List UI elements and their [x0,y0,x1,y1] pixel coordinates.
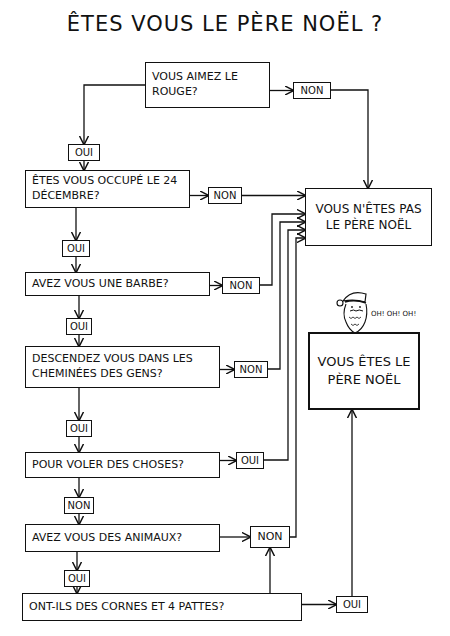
node-text: ONT-ILS DES CORNES ET 4 PATTES? [29,600,224,615]
santa-moustache [350,310,363,311]
answer-box: NON [208,187,242,204]
node-text: OUI [68,572,86,586]
node-text: OUI [343,598,361,612]
hat-pompom [337,300,343,306]
node-text: AVEZ VOUS DES ANIMAUX? [32,531,182,546]
result-box: VOUS ÊTES LE PÈRE NOËL [308,332,420,410]
node-text: OUI [70,422,88,436]
flow-arrow [269,548,270,593]
beard-curls [349,317,361,326]
flow-arrow [78,388,79,420]
flow-arrow [270,90,293,91]
node-text: DESCENDEZ VOUS DANS LES CHEMINÉES DES GE… [32,352,213,382]
answer-box: OUI [236,452,264,469]
flow-arrow [78,296,79,318]
answer-box: OUI [62,240,90,257]
node-text: OUI [241,454,259,468]
flow-arrow [78,335,79,346]
node-text: OUI [70,320,88,334]
chart-title: ÊTES VOUS LE PÈRE NOËL ? [20,12,430,36]
question-box: DESCENDEZ VOUS DANS LES CHEMINÉES DES GE… [25,346,220,388]
question-box: AVEZ VOUS DES ANIMAUX? [25,524,220,552]
flow-arrow [78,478,79,497]
answer-box: NON [293,82,331,99]
flow-arrow [190,195,208,196]
answer-box: OUI [336,596,368,613]
node-text: VOUS AIMEZ LE ROUGE? [152,70,263,100]
flow-arrow [264,230,305,460]
flow-arrow [210,285,222,286]
node-text: AVEZ VOUS UNE BARBE? [32,277,169,292]
question-box: POUR VOLER DES CHOSES? [25,452,220,478]
flow-arrow [78,514,79,524]
node-text: VOUS ÊTES LE PÈRE NOËL [312,353,416,388]
answer-box: OUI [64,570,90,587]
question-box: ÊTES VOUS OCCUPÉ LE 24 DÉCEMBRE? [25,170,190,208]
node-text: ÊTES VOUS OCCUPÉ LE 24 DÉCEMBRE? [32,174,183,204]
speech-text: OH! OH! OH! [371,310,416,318]
flow-arrow [242,195,305,196]
hat-brim [345,301,366,303]
answer-box: NON [234,361,268,378]
flow-arrow [302,604,336,605]
flow-arrow [84,85,145,144]
question-box: AVEZ VOUS UNE BARBE? [25,272,210,296]
node-text: NON [214,189,237,203]
node-text: NON [301,84,324,98]
node-text: VOUS N'ÊTES PAS LE PÈRE NOËL [308,201,429,233]
question-box: VOUS AIMEZ LE ROUGE? [145,62,270,108]
flow-arrow [75,257,76,272]
node-text: POUR VOLER DES CHOSES? [32,458,184,473]
santa-head-illustration [333,286,375,336]
result-box: VOUS N'ÊTES PAS LE PÈRE NOËL [305,188,432,246]
flow-arrow [351,410,352,596]
node-text: NON [230,279,253,293]
answer-box: NON [222,277,260,294]
node-text: NON [68,499,91,513]
flow-arrow [331,90,368,188]
answer-box: NON [64,497,94,514]
answer-box: OUI [68,144,100,161]
node-text: OUI [67,242,85,256]
flow-arrow [220,460,236,461]
answer-box: NON [250,526,290,548]
flow-arrow [290,238,305,537]
flow-arrow [75,208,76,240]
answer-box: OUI [66,420,92,437]
flow-arrow [83,161,84,170]
node-text: OUI [75,146,93,160]
question-box: ONT-ILS DES CORNES ET 4 PATTES? [22,593,302,621]
flow-arrow [268,222,305,369]
santa-eye [359,306,361,308]
santa-hat [343,293,366,302]
flow-arrow [78,437,79,452]
flow-arrow [260,214,305,285]
santa-beard [344,304,367,333]
flow-arrow [220,369,234,370]
santa-eye [351,306,353,308]
answer-box: OUI [66,318,92,335]
flow-arrow [76,552,77,570]
node-text: NON [257,530,282,545]
flow-arrow [220,536,250,537]
node-text: NON [240,363,263,377]
